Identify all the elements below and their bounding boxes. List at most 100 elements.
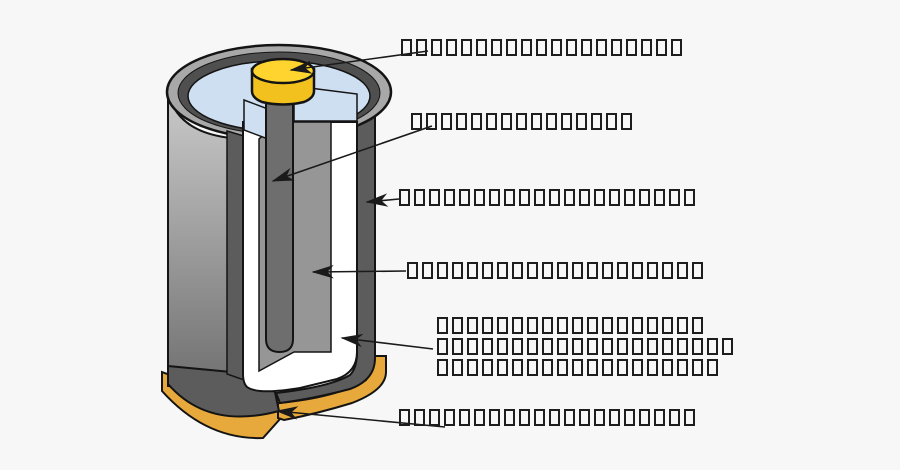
- glyph-box: [587, 262, 598, 279]
- glyph-box: [459, 409, 470, 426]
- glyph-box: [452, 317, 463, 334]
- glyph-box: [527, 317, 538, 334]
- glyph-box: [407, 262, 418, 279]
- glyph-box: [422, 262, 433, 279]
- glyph-box: [647, 338, 658, 355]
- glyph-box: [684, 189, 695, 206]
- leader-carbon-rod: [271, 125, 433, 182]
- glyph-box: [596, 39, 607, 56]
- glyph-box: [624, 189, 635, 206]
- cut-edge-strip: [226, 129, 245, 382]
- glyph-box: [617, 359, 628, 376]
- glyph-box: [519, 189, 530, 206]
- glyph-box: [647, 317, 658, 334]
- glyph-box: [429, 189, 440, 206]
- glyph-box: [677, 338, 688, 355]
- glyph-box: [639, 189, 650, 206]
- glyph-box: [617, 317, 628, 334]
- glyph-box: [497, 317, 508, 334]
- glyph-box: [446, 39, 457, 56]
- glyph-box: [444, 189, 455, 206]
- glyph-box: [602, 359, 613, 376]
- glyph-box: [662, 317, 673, 334]
- glyph-box: [662, 359, 673, 376]
- glyph-box: [461, 39, 472, 56]
- glyph-box: [546, 113, 557, 130]
- glyph-box: [617, 262, 628, 279]
- glyph-box: [444, 409, 455, 426]
- label-row: [399, 189, 699, 206]
- glyph-box: [429, 409, 440, 426]
- outer-casing-wall: [167, 90, 232, 394]
- glyph-box: [489, 409, 500, 426]
- glyph-box: [486, 113, 497, 130]
- glyph-box: [414, 189, 425, 206]
- glyph-box: [482, 262, 493, 279]
- outer-casing-bottom: [167, 364, 281, 418]
- glyph-box: [534, 189, 545, 206]
- glyph-box: [566, 39, 577, 56]
- glyph-box: [401, 39, 412, 56]
- glyph-box: [551, 39, 562, 56]
- glyph-box: [632, 317, 643, 334]
- glyph-box: [692, 359, 703, 376]
- glyph-box: [489, 189, 500, 206]
- label-paste: [407, 262, 707, 279]
- glyph-box: [519, 409, 530, 426]
- glyph-box: [411, 113, 422, 130]
- glyph-box: [471, 113, 482, 130]
- glyph-box: [606, 113, 617, 130]
- glyph-box: [521, 39, 532, 56]
- glyph-box: [594, 409, 605, 426]
- carbon-rod: [265, 95, 294, 354]
- glyph-box: [512, 262, 523, 279]
- glyph-box: [722, 338, 733, 355]
- glyph-box: [474, 189, 485, 206]
- label-row: [437, 359, 737, 376]
- label-row: [437, 317, 737, 334]
- label-carbon-rod: [411, 113, 636, 130]
- glyph-box: [549, 189, 560, 206]
- glyph-box: [527, 359, 538, 376]
- glyph-box: [527, 262, 538, 279]
- glyph-box: [527, 338, 538, 355]
- glyph-box: [536, 39, 547, 56]
- glyph-box: [531, 113, 542, 130]
- glyph-box: [557, 317, 568, 334]
- glyph-box: [662, 338, 673, 355]
- label-row: [407, 262, 707, 279]
- glyph-box: [677, 317, 688, 334]
- glyph-box: [609, 189, 620, 206]
- glyph-box: [476, 39, 487, 56]
- glyph-box: [632, 359, 643, 376]
- glyph-box: [611, 39, 622, 56]
- glyph-box: [512, 338, 523, 355]
- glyph-box: [632, 338, 643, 355]
- outer-casing-right-section: [274, 96, 376, 405]
- glyph-box: [467, 262, 478, 279]
- glyph-box: [497, 262, 508, 279]
- glyph-box: [561, 113, 572, 130]
- glyph-box: [557, 359, 568, 376]
- glyph-box: [542, 317, 553, 334]
- glyph-box: [491, 39, 502, 56]
- glyph-box: [456, 113, 467, 130]
- glyph-box: [654, 189, 665, 206]
- label-separator: [437, 317, 737, 376]
- glyph-box: [669, 409, 680, 426]
- glyph-box: [437, 317, 448, 334]
- glyph-box: [692, 338, 703, 355]
- glyph-box: [587, 359, 598, 376]
- glyph-box: [656, 39, 667, 56]
- glyph-box: [579, 189, 590, 206]
- glyph-box: [581, 39, 592, 56]
- glyph-box: [624, 409, 635, 426]
- glyph-box: [692, 262, 703, 279]
- label-outer-casing: [399, 189, 699, 206]
- glyph-box: [647, 359, 658, 376]
- glyph-box: [647, 262, 658, 279]
- glyph-box: [542, 338, 553, 355]
- glyph-box: [557, 262, 568, 279]
- glyph-box: [641, 39, 652, 56]
- glyph-box: [542, 359, 553, 376]
